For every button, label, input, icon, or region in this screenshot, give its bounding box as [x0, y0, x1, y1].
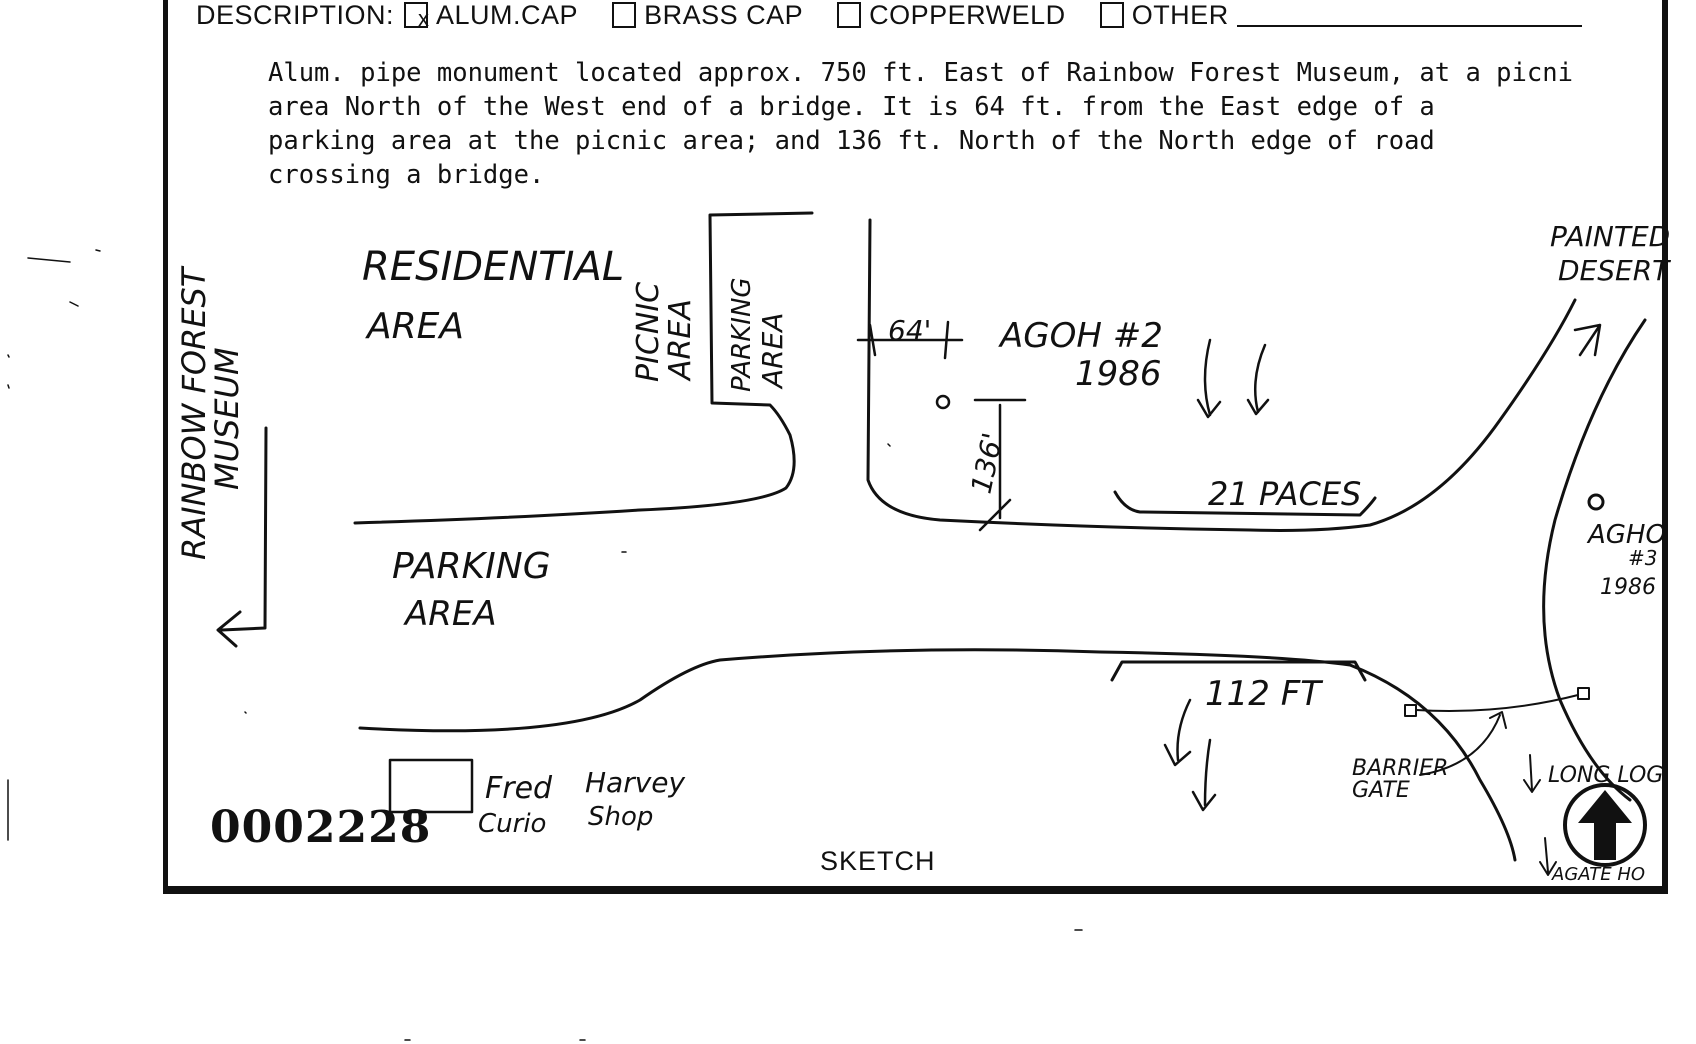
checkbox-brass-cap[interactable]	[612, 2, 637, 28]
paces-label: 21 PACES	[1208, 475, 1361, 513]
description-line-1: Alum. pipe monument located approx. 750 …	[268, 58, 1573, 88]
painted-desert-label-2: DESERT	[1558, 254, 1671, 287]
barrier-gate-post-east	[1577, 687, 1590, 700]
description-text: Alum. pipe monument located approx. 750 …	[268, 56, 1688, 192]
barrier-gate-label: BARRIER	[1352, 756, 1448, 781]
harvey-label: Harvey	[585, 766, 686, 799]
agoh3-number: #3	[1628, 546, 1657, 570]
parking-south-edge	[358, 648, 1517, 862]
line-136	[973, 398, 1027, 532]
checkbox-copperweld[interactable]	[837, 2, 862, 28]
option-copperweld-label: COPPERWELD	[869, 0, 1066, 30]
parking-north-edge	[353, 211, 814, 525]
painted-desert-label: PAINTED	[1550, 220, 1670, 253]
option-brass-cap[interactable]: BRASS CAP	[612, 0, 803, 31]
museum-label-2: MUSEUM	[208, 347, 246, 490]
north-arrow-icon	[1563, 783, 1647, 867]
line-64	[856, 320, 964, 360]
monument-description-form: DESCRIPTION: x ALUM.CAP BRASS CAP COPPER…	[163, 0, 1668, 894]
road-curve-north	[1542, 318, 1647, 802]
option-other-label: OTHER	[1131, 0, 1229, 30]
curio-shop-building	[388, 758, 474, 814]
description-line-2: area North of the West end of a bridge. …	[268, 92, 1435, 122]
distance-112-label: 112 FT	[1205, 674, 1323, 714]
curio-label: Curio	[478, 809, 546, 839]
museum-label: RAINBOW FOREST	[175, 265, 213, 560]
agoh3-year: 1986	[1600, 575, 1656, 600]
distance-136-label: 136'	[965, 430, 1010, 497]
option-copperweld[interactable]: COPPERWELD	[837, 0, 1066, 31]
option-alum-cap-label: ALUM.CAP	[436, 0, 579, 30]
scan-specks	[7, 249, 1083, 1041]
monument-agoh2-marker	[935, 394, 951, 410]
agoh2-year: 1986	[1075, 354, 1162, 394]
monument-agoh3-marker	[1587, 493, 1605, 511]
barrier-gate-line	[1415, 694, 1579, 712]
description-label: DESCRIPTION:	[196, 0, 395, 30]
agoh2-label: AGOH #2	[998, 316, 1163, 356]
distance-64-label: 64'	[888, 314, 931, 347]
road-east-segment	[866, 218, 1577, 532]
shop-label: Shop	[588, 802, 653, 832]
long-logs-arrow	[1523, 754, 1541, 793]
option-alum-cap[interactable]: x ALUM.CAP	[404, 0, 578, 31]
parking-area-label-2: AREA	[403, 594, 497, 634]
parking-small-label: PARKING	[727, 277, 757, 392]
check-mark: x	[418, 6, 430, 31]
drainage-arrows-north	[1196, 338, 1270, 419]
other-blank-line[interactable]	[1236, 3, 1582, 27]
agate-house-arrow	[1539, 837, 1557, 876]
bridge-north	[1113, 490, 1377, 517]
picnic-area-label-2: AREA	[663, 299, 698, 382]
agate-house-label: AGATE HO	[1551, 864, 1645, 885]
option-brass-cap-label: BRASS CAP	[644, 0, 804, 30]
fred-label: Fred	[485, 771, 553, 806]
checkbox-alum-cap[interactable]: x	[404, 2, 429, 31]
agoh3-label: AGHO	[1586, 520, 1666, 550]
document-stamp-number: 0002228	[210, 802, 432, 853]
barrier-gate-pointer	[1419, 711, 1507, 776]
residential-area-label: RESIDENTIAL	[362, 244, 624, 290]
parking-area-label: PARKING	[392, 546, 551, 587]
checkbox-other[interactable]	[1099, 2, 1124, 28]
description-line-3: parking area at the picnic area; and 136…	[268, 126, 1435, 156]
museum-arrow	[216, 426, 268, 648]
option-other[interactable]: OTHER	[1099, 0, 1582, 31]
bridge-south	[1110, 660, 1367, 682]
parking-small-label-2: AREA	[756, 313, 789, 390]
sketch-label: SKETCH	[820, 846, 936, 876]
painted-desert-arrow	[1573, 323, 1602, 357]
drainage-arrows-south	[1163, 698, 1217, 812]
description-row: DESCRIPTION: x ALUM.CAP BRASS CAP COPPER…	[196, 0, 1582, 32]
barrier-gate-label-2: GATE	[1352, 778, 1410, 803]
long-logs-label: LONG LOG	[1548, 763, 1663, 788]
residential-area-label-2: AREA	[365, 306, 464, 347]
description-line-4: crossing a bridge.	[268, 160, 545, 190]
barrier-gate-post-west	[1404, 704, 1417, 717]
picnic-area-label: PICNIC	[631, 282, 666, 382]
